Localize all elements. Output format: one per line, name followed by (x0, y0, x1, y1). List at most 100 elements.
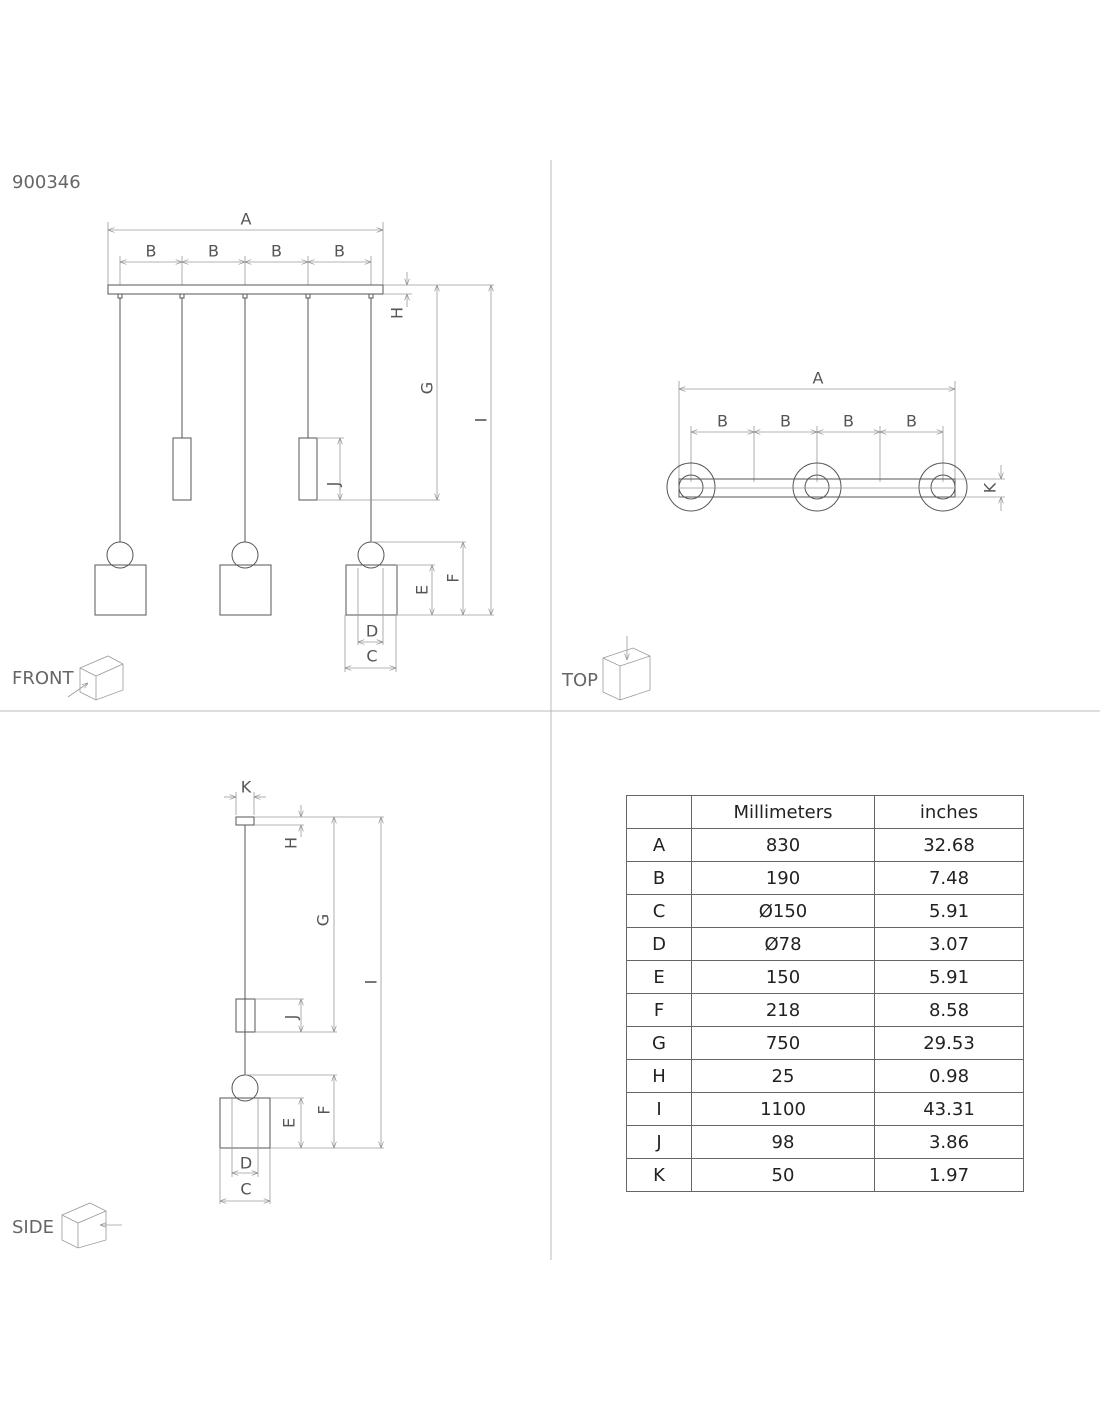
dim-label-h: H (388, 307, 407, 319)
dim-label-e: E (413, 585, 432, 595)
dimension-key: D (626, 927, 692, 961)
lamp-shade (94, 564, 147, 616)
dim-label-f: F (444, 573, 463, 582)
top-dim-label-a: A (813, 369, 824, 388)
millimeters-value: 150 (691, 960, 875, 994)
top-dim-label-b: B (780, 412, 791, 431)
dim-label-b: B (208, 242, 219, 261)
millimeters-value: Ø150 (691, 894, 875, 928)
millimeters-value: 1100 (691, 1092, 875, 1126)
inches-value: 0.98 (874, 1059, 1024, 1093)
side-canopy (235, 816, 255, 826)
side-dim-label-c: C (240, 1180, 251, 1199)
bulb-outline (804, 474, 830, 500)
lamp-socket (172, 437, 192, 501)
dim-label-b: B (271, 242, 282, 261)
bulb (231, 541, 259, 569)
dimension-key: K (626, 1158, 692, 1192)
lamp-socket (298, 437, 318, 501)
inches-value: 5.91 (874, 960, 1024, 994)
cord-grip (179, 293, 185, 299)
bulb (357, 541, 385, 569)
dimension-key: A (626, 828, 692, 862)
side-dim-label-k: K (241, 778, 252, 797)
millimeters-value: 190 (691, 861, 875, 895)
inches-value: 8.58 (874, 993, 1024, 1027)
lamp-shade (219, 564, 272, 616)
dimension-key: E (626, 960, 692, 994)
side-dim-label-i: I (362, 980, 381, 985)
millimeters-value: Ø78 (691, 927, 875, 961)
dimension-key: G (626, 1026, 692, 1060)
millimeters-value: 830 (691, 828, 875, 862)
lamp-shade (345, 564, 398, 616)
dim-label-g: G (418, 382, 437, 394)
dimension-key: F (626, 993, 692, 1027)
dim-label-a: A (241, 210, 252, 229)
millimeters-value: 98 (691, 1125, 875, 1159)
side-dim-label-e: E (280, 1118, 299, 1128)
side-dim-label-g: G (314, 914, 333, 926)
side-dim-label-d: D (240, 1154, 252, 1173)
inches-value: 5.91 (874, 894, 1024, 928)
top-view-label: TOP (561, 670, 598, 691)
dimension-key: J (626, 1125, 692, 1159)
inches-value: 3.86 (874, 1125, 1024, 1159)
side-shade (219, 1097, 271, 1149)
side-socket (235, 998, 256, 1033)
shade-outline (666, 462, 716, 512)
millimeters-value: 50 (691, 1158, 875, 1192)
dimension-key: C (626, 894, 692, 928)
dimension-key: I (626, 1092, 692, 1126)
inches-value: 7.48 (874, 861, 1024, 895)
side-cube-icon (61, 1202, 122, 1249)
millimeters-value: 750 (691, 1026, 875, 1060)
table-header: inches (874, 795, 1024, 829)
dim-label-d: D (366, 622, 378, 641)
cord-grip (242, 293, 248, 299)
ceiling-bar (107, 284, 384, 295)
side-bulb (231, 1074, 259, 1102)
top-dim-label-b: B (843, 412, 854, 431)
side-dim-label-h: H (282, 837, 301, 849)
cord-grip (368, 293, 374, 299)
top-dim-label-b: B (717, 412, 728, 431)
dimension-key: B (626, 861, 692, 895)
top-dim-label-k: K (981, 482, 1000, 493)
side-dim-label-f: F (315, 1105, 334, 1114)
top-view: A B B B B K TOP (561, 369, 1005, 701)
top-dim-label-b: B (906, 412, 917, 431)
dim-label-b: B (334, 242, 345, 261)
dim-label-c: C (366, 647, 377, 666)
inches-value: 3.07 (874, 927, 1024, 961)
front-cube-icon (67, 655, 124, 701)
dim-label-j: J (324, 482, 343, 488)
cord-grip (117, 293, 123, 299)
dimension-key: H (626, 1059, 692, 1093)
shade-outline (918, 462, 968, 512)
side-dim-label-j: J (282, 1015, 301, 1021)
dim-label-i: I (472, 418, 491, 423)
top-cube-icon (602, 636, 651, 701)
inches-value: 1.97 (874, 1158, 1024, 1192)
table-header (626, 795, 692, 829)
inches-value: 29.53 (874, 1026, 1024, 1060)
millimeters-value: 218 (691, 993, 875, 1027)
dim-label-b: B (146, 242, 157, 261)
table-header: Millimeters (691, 795, 875, 829)
